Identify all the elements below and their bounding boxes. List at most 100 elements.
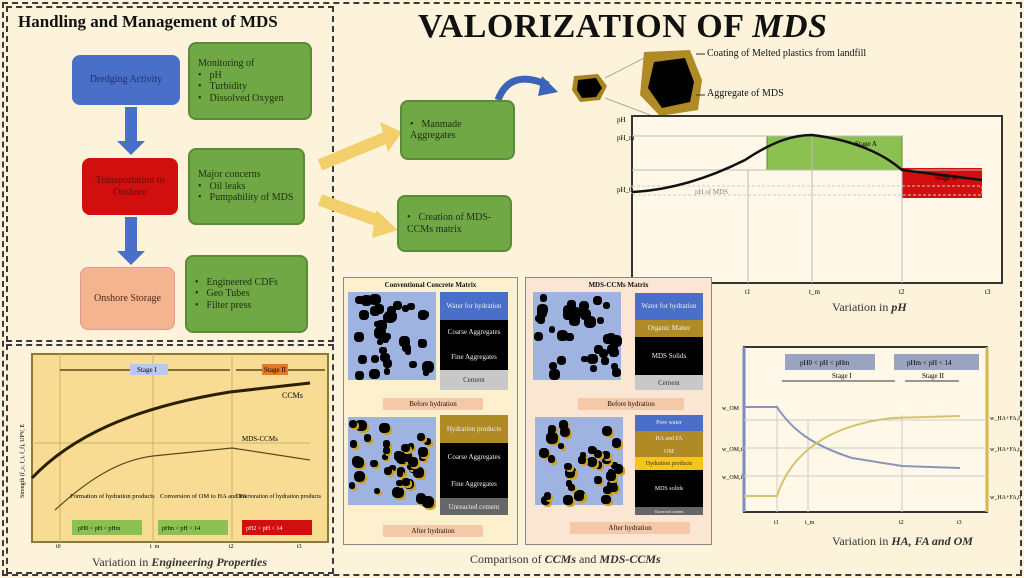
x-tick: t3	[297, 544, 302, 548]
layer: Organic Matter	[635, 319, 703, 337]
particle	[401, 451, 413, 462]
particle	[540, 495, 551, 506]
particle	[543, 492, 552, 500]
particle	[353, 470, 366, 483]
stage2-label: Stage II	[264, 366, 287, 374]
x-tick: t2	[899, 288, 905, 296]
x-tick: t2	[899, 520, 904, 526]
stage-b-label: Stage B	[935, 174, 957, 182]
particle	[601, 357, 610, 366]
ph-band	[631, 185, 983, 196]
particle	[421, 496, 434, 508]
particle	[417, 310, 428, 321]
title-text: VALORIZATION OF	[418, 8, 753, 45]
caption-text: Variation in	[92, 555, 152, 569]
y-tick-right: w_HA+FA,t	[990, 447, 1020, 453]
particle	[417, 338, 427, 348]
particle	[567, 484, 575, 492]
ph-chart: Stage A Stage B pH of MDS pH pH_m pH_0 t…	[617, 115, 1003, 296]
ph-range-label: pH2 < pH < 14	[246, 526, 282, 532]
particle	[558, 442, 565, 449]
y-axis-label: Strength (f_c, f_t, f_f), UPV, E	[19, 424, 26, 498]
y-tick: w_OM	[722, 406, 740, 412]
ccm-after-matrix-image	[348, 417, 436, 508]
particle	[382, 453, 389, 460]
caption-text: Variation in	[832, 534, 892, 548]
particle	[593, 295, 603, 305]
panel-title: Conventional Concrete Matrix	[384, 281, 477, 289]
particle	[536, 307, 547, 318]
particle	[569, 306, 582, 319]
particle	[402, 478, 410, 486]
particle	[408, 457, 419, 468]
flow-arrows	[317, 50, 705, 238]
stage-a-region	[766, 135, 903, 171]
particle	[415, 492, 427, 504]
after-tag: After hydration	[383, 525, 483, 537]
x-tick: t3	[957, 520, 962, 526]
particle	[564, 468, 575, 479]
particle	[379, 422, 391, 434]
ph-range-label: pHm < pH < 14	[162, 526, 200, 532]
stage1-label: Stage I	[137, 366, 157, 374]
step-storage: Onshore Storage	[80, 267, 175, 330]
stage1-label: Stage I	[832, 372, 852, 380]
step-transportation: Transportation to Onshore	[82, 158, 178, 215]
particle	[611, 438, 622, 448]
yellow-arrow-icon	[317, 194, 385, 228]
particle	[396, 470, 404, 477]
particle	[348, 482, 356, 490]
range1-label: pH0 < pH < pHm	[800, 359, 850, 367]
particle	[562, 310, 573, 320]
notes-title: Major concerns	[198, 169, 261, 181]
eng-chart-frame	[31, 353, 329, 543]
coating-label: Coating of Melted plastics from landfill	[707, 48, 867, 59]
particle	[353, 457, 365, 469]
note-item: Geo Tubes	[195, 288, 298, 300]
phase-label: Deterioration of hydration products	[236, 493, 322, 500]
particle	[358, 355, 367, 365]
yellow-arrowhead-icon	[372, 210, 398, 238]
note-item: Filter press	[195, 300, 298, 312]
layer: Cement	[635, 375, 703, 390]
layer: Unreacted cement	[635, 507, 703, 516]
y-tick: pH_0	[617, 186, 633, 194]
caption-text: Comparison of	[470, 552, 545, 566]
layer: Fine Aggregates	[440, 470, 508, 499]
particle	[354, 331, 365, 342]
particle	[354, 419, 367, 432]
particle	[534, 331, 544, 342]
particle	[584, 315, 596, 328]
eng-panel	[6, 344, 334, 574]
particle	[369, 368, 380, 379]
particle	[549, 369, 560, 380]
particle	[602, 426, 613, 437]
particle	[610, 362, 619, 371]
x-tick: t_m	[150, 544, 160, 548]
particle	[374, 304, 384, 314]
comparison-caption: Comparison of CCMs and MDS-CCMs	[470, 552, 661, 567]
before-tag: Before hydration	[578, 398, 684, 410]
manmade-aggregates-box: Manmade Aggregates	[400, 100, 515, 160]
y-tick-right: w_HA+FA,f	[990, 415, 1020, 422]
particle	[590, 365, 598, 373]
particle	[389, 464, 396, 472]
title-italic: MDS	[752, 8, 828, 45]
phase-label: Formation of hydration products	[70, 493, 155, 500]
step-label: Dredging Activity	[89, 74, 163, 86]
x-tick: t0	[56, 544, 61, 548]
mds-after-layers: Pore water HA and FA OM Hydration produc…	[635, 415, 703, 516]
before-tag: Before hydration	[383, 398, 483, 410]
particle	[598, 348, 609, 358]
note-item: pH	[198, 70, 302, 82]
particle	[392, 301, 402, 311]
particle	[376, 338, 383, 345]
particle	[581, 355, 588, 363]
x-tick: t1	[774, 520, 779, 526]
particle	[556, 355, 566, 366]
particle	[610, 334, 622, 347]
particle	[593, 476, 602, 485]
particle	[392, 486, 404, 499]
particle	[558, 420, 569, 430]
particle	[609, 483, 618, 493]
